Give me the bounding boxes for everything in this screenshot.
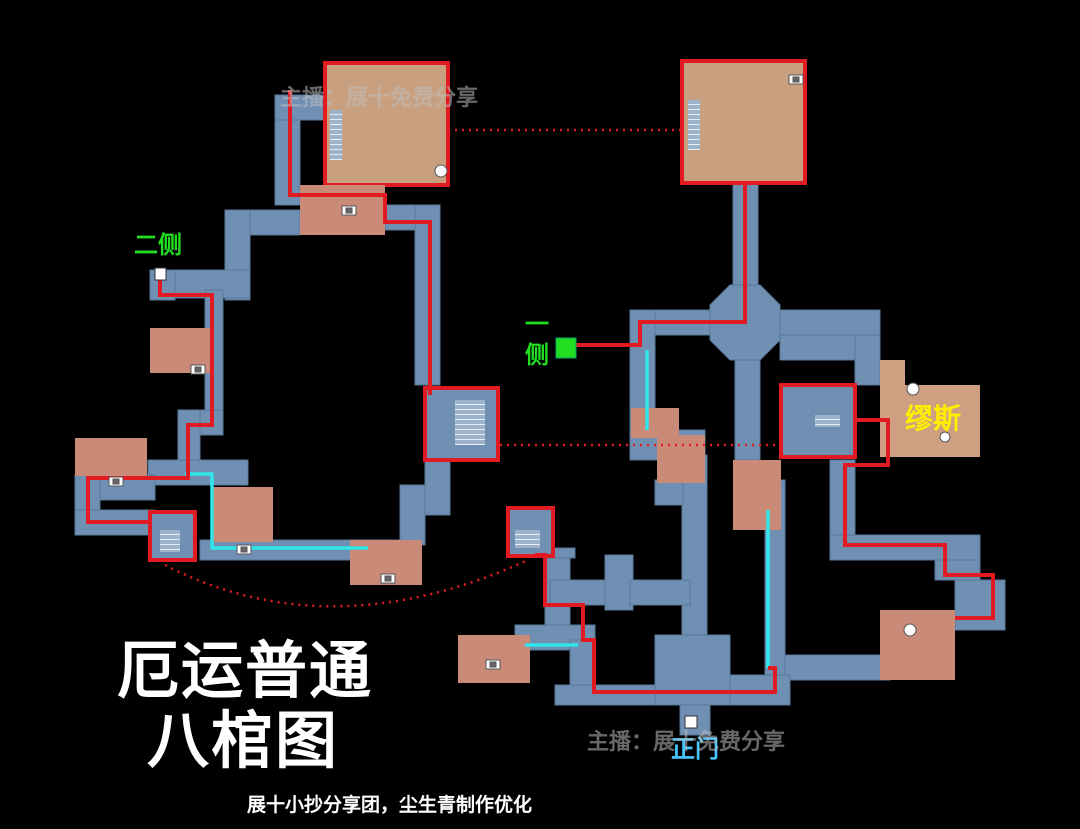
exit-door-icon xyxy=(154,267,167,281)
guide-line-left xyxy=(185,472,368,550)
coffin-icons xyxy=(108,74,804,670)
portal-link-bottom xyxy=(164,558,529,608)
map-title-line2: 八棺图 xyxy=(147,704,340,777)
watermark-top: 主播：展十免费分享 xyxy=(280,86,479,111)
skull-icon xyxy=(906,382,920,396)
coffin-icon xyxy=(190,364,206,375)
skull-icons xyxy=(434,164,951,637)
guide-lines xyxy=(185,350,770,668)
portal-links xyxy=(164,128,780,608)
coffin-icon xyxy=(788,74,804,85)
skull-icon xyxy=(434,164,448,178)
exit-door-icon xyxy=(555,337,577,359)
coffin-icon xyxy=(380,573,396,584)
coffin-icon xyxy=(485,659,501,670)
exit-door-icons xyxy=(154,267,698,729)
route-right-south xyxy=(535,553,777,694)
coffin-icon xyxy=(108,476,124,487)
exit-door-icon xyxy=(684,715,698,729)
label-muses: 缪斯 xyxy=(905,402,962,435)
label-first-side-bottom: 侧 xyxy=(525,341,549,369)
label-second-side: 二侧 xyxy=(134,231,182,259)
label-first-side-top: 一 xyxy=(525,310,549,338)
right-map-corridors xyxy=(514,179,1006,736)
watermark-bottom: 主播：展十免费分享 xyxy=(587,730,786,755)
label-main-gate: 正门 xyxy=(671,735,719,763)
route-right xyxy=(572,185,747,347)
coffin-icon xyxy=(341,205,357,216)
right-map-rooms xyxy=(458,59,980,683)
map-title-line1: 厄运普通 xyxy=(117,634,374,707)
credit-line: 展十小抄分享团，尘生青制作优化 xyxy=(247,794,533,816)
route-right-east xyxy=(843,418,995,620)
route-left xyxy=(288,90,432,395)
route-left-west xyxy=(86,280,214,524)
coffin-icon xyxy=(236,544,252,555)
skull-icon xyxy=(939,431,951,443)
routes xyxy=(86,90,995,694)
skull-icon xyxy=(903,623,917,637)
